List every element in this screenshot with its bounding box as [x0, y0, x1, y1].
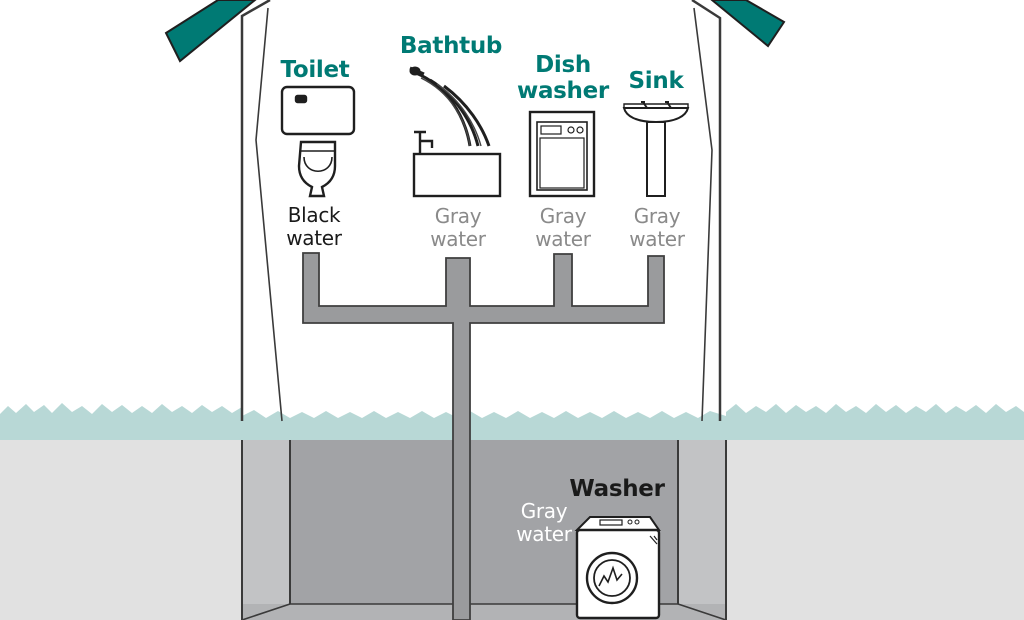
house-outline — [240, 0, 271, 421]
sink-icon — [622, 101, 690, 197]
washer-label: Washer — [569, 476, 665, 502]
toilet-icon — [280, 85, 356, 198]
house-outline — [691, 0, 722, 421]
grass — [726, 404, 1024, 440]
sink-water-type: Gray — [633, 204, 681, 228]
toilet-label: Toilet — [280, 57, 350, 83]
bathtub-water-type-2: water — [430, 227, 486, 251]
basement-outline — [241, 603, 291, 620]
toilet-water-type: Black — [287, 203, 341, 227]
washer-water-type-2: water — [516, 522, 572, 546]
bathtub-label: Bathtub — [399, 33, 503, 59]
bathtub-water-type: Gray — [434, 204, 482, 228]
roof-right — [710, 0, 786, 48]
sink-label: Sink — [628, 68, 684, 94]
dishwasher-label-line2: washer — [517, 78, 609, 104]
washer-water-type: Gray — [520, 499, 568, 523]
dishwasher-icon — [528, 110, 596, 198]
house-inner-wall — [693, 7, 713, 422]
house-inner-wall — [255, 7, 283, 422]
dishwasher-label-line1: Dish — [535, 52, 591, 78]
grass — [242, 410, 726, 440]
roof-left — [164, 0, 257, 63]
dishwasher-water-type-2: water — [535, 227, 591, 251]
sink-water-type-2: water — [629, 227, 685, 251]
washer-icon — [574, 516, 661, 620]
drain-pipe — [302, 252, 665, 620]
grass — [0, 403, 242, 440]
basement-outline — [677, 603, 727, 620]
bathtub-icon — [409, 66, 502, 198]
dishwasher-water-type: Gray — [539, 204, 587, 228]
toilet-water-type-2: water — [286, 226, 342, 250]
